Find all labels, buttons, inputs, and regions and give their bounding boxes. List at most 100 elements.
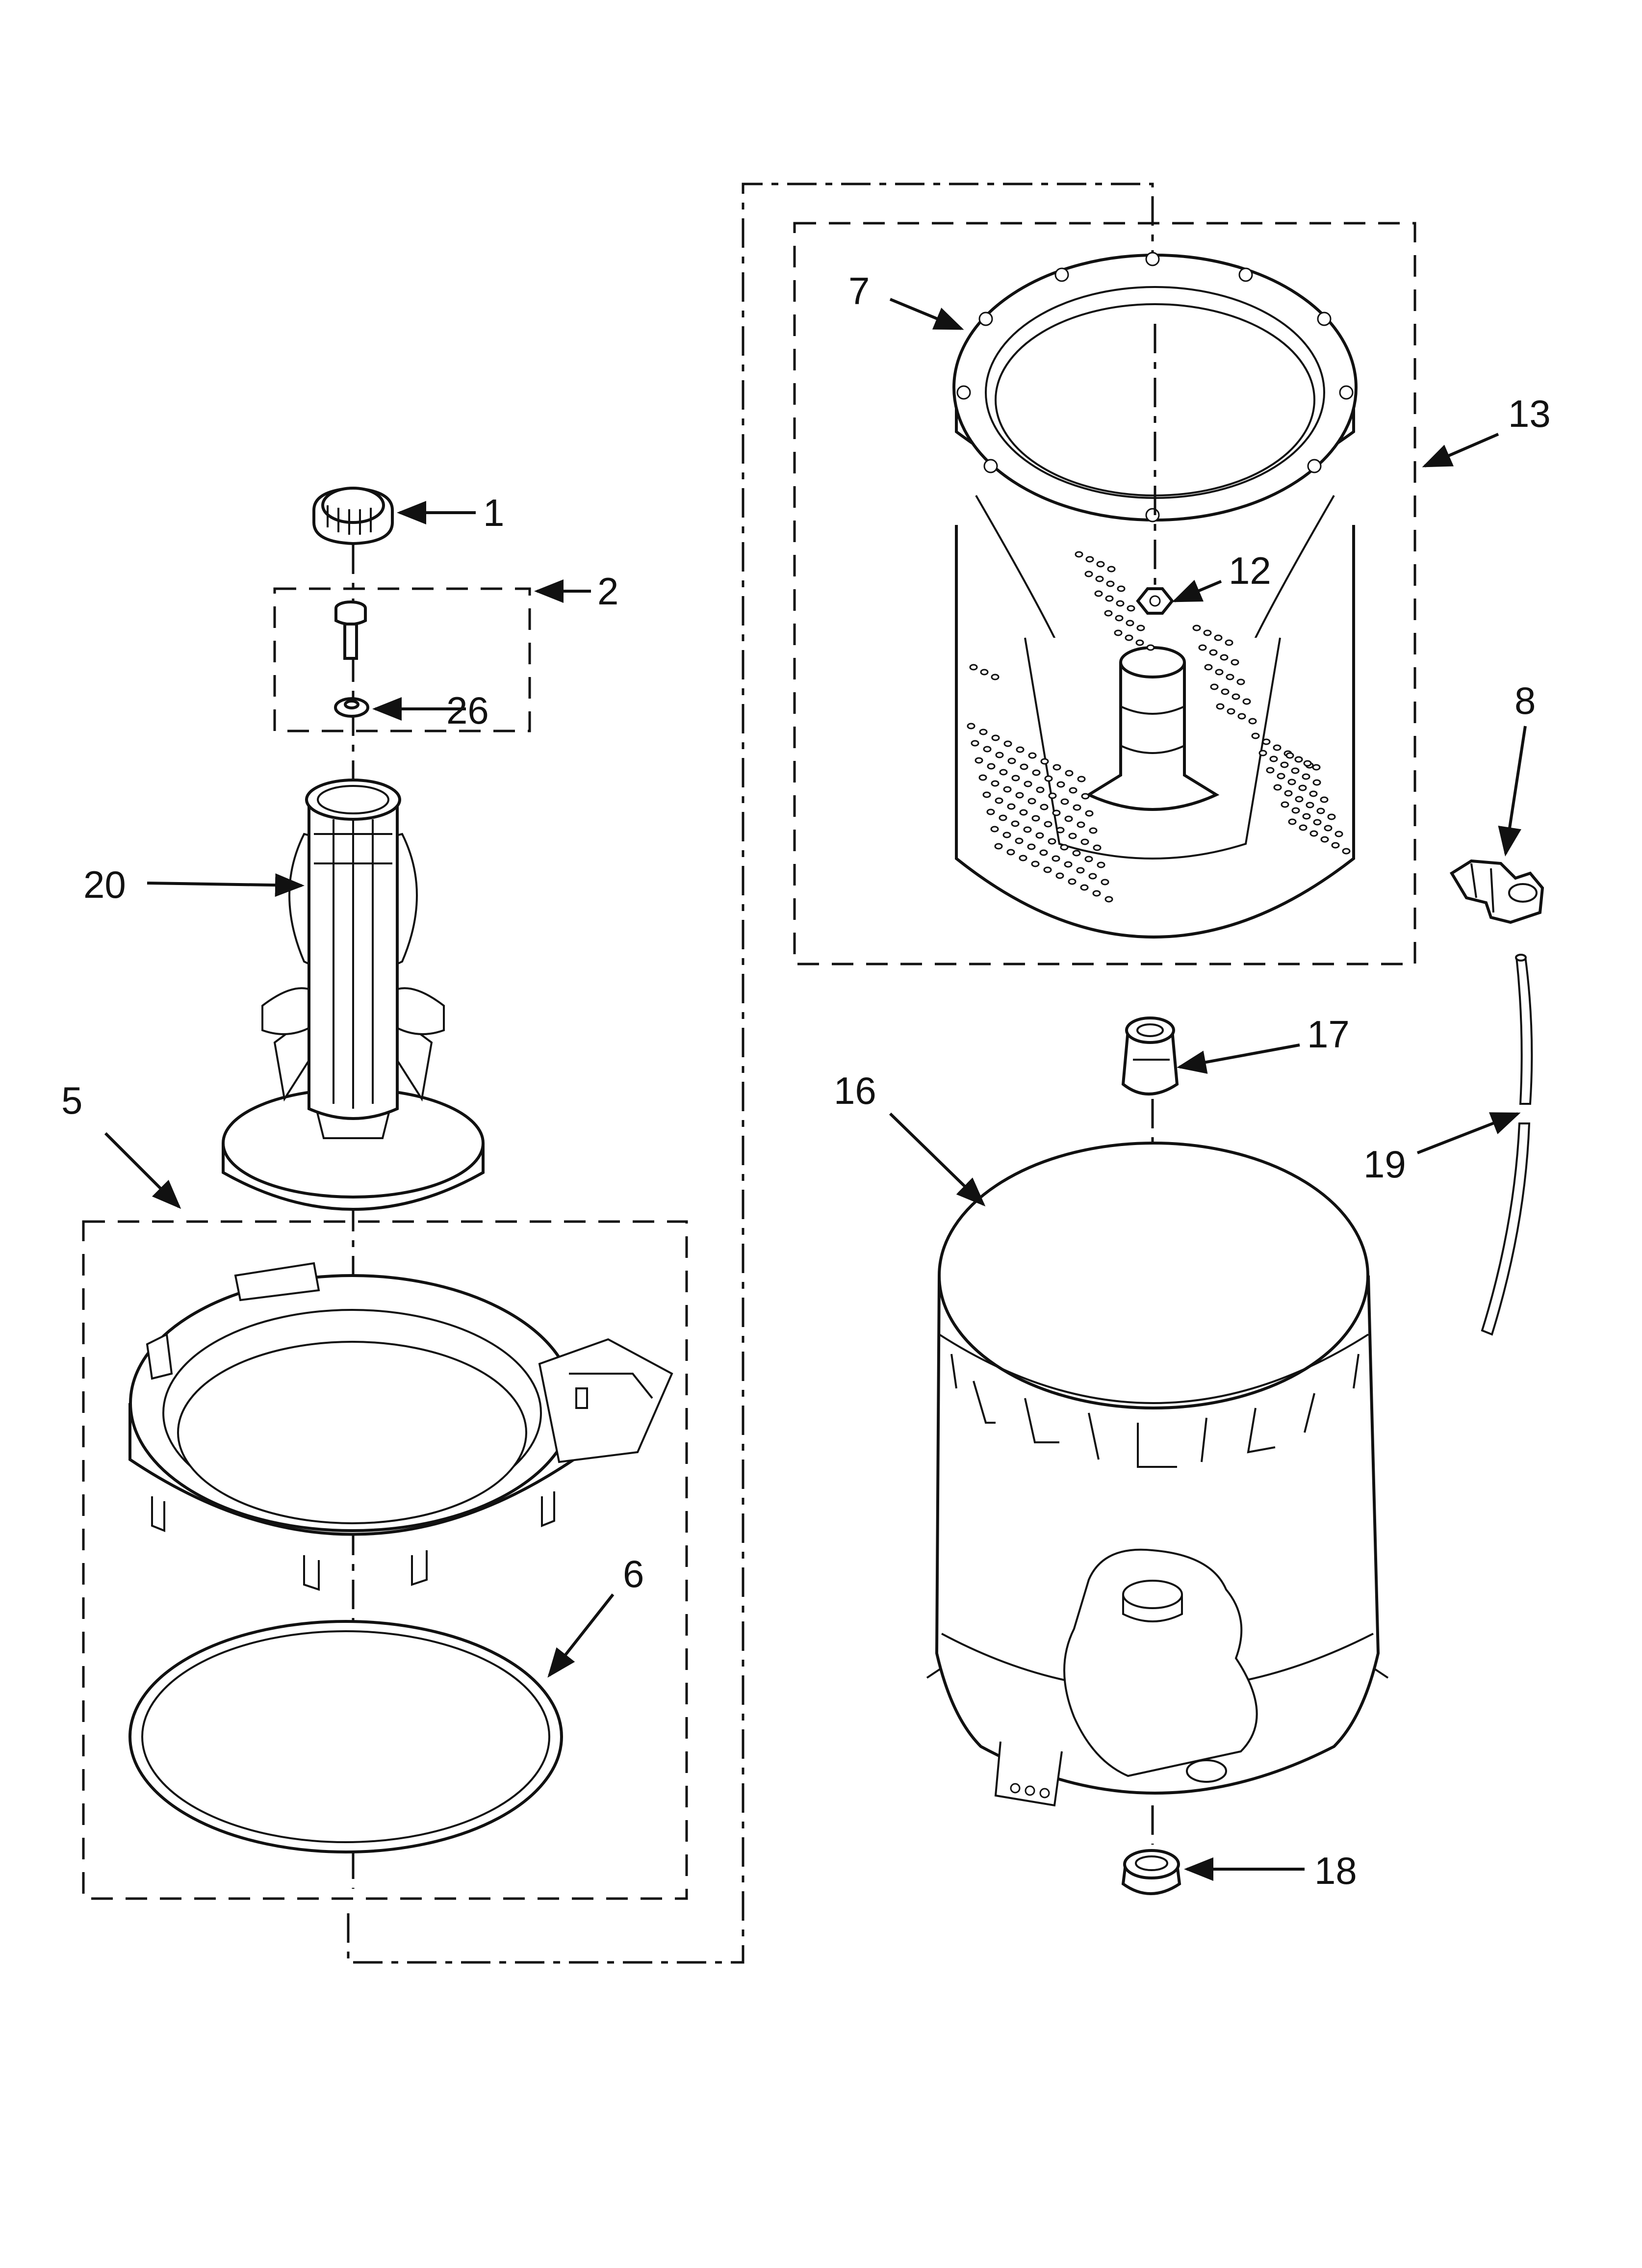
perforation: [1028, 752, 1037, 759]
perforation: [1225, 639, 1233, 646]
perforation: [1011, 775, 1020, 782]
perforation: [1060, 798, 1069, 805]
perforation: [1039, 849, 1048, 856]
wash-basket[interactable]: [955, 495, 1355, 938]
perforation: [1236, 678, 1245, 685]
part-1-agitator-cap[interactable]: [312, 486, 394, 546]
perforation: [1327, 813, 1336, 820]
perforation: [1069, 787, 1078, 794]
assembly-link-line: [347, 182, 1154, 1964]
perforation: [1003, 740, 1012, 747]
perforation: [1242, 698, 1251, 705]
label-20: 20: [83, 863, 126, 906]
basket-perforations: [967, 551, 1351, 903]
perforation: [1052, 764, 1061, 771]
leader-7: [889, 298, 964, 330]
perforation: [1052, 855, 1060, 862]
perforation: [1198, 644, 1207, 651]
perforation: [1299, 824, 1308, 831]
perforation: [1093, 844, 1102, 851]
perforation: [1035, 832, 1044, 839]
perforation: [1019, 809, 1028, 816]
part-6-seal[interactable]: [128, 1620, 563, 1853]
part-19-hose[interactable]: [1481, 954, 1533, 1336]
perforation: [1284, 790, 1293, 797]
perforation: [1104, 896, 1113, 903]
perforation: [1204, 664, 1213, 671]
label-26: 26: [446, 689, 489, 732]
perforation: [1031, 860, 1040, 867]
perforation: [1248, 718, 1257, 725]
perforation: [1105, 595, 1114, 602]
perforation: [978, 774, 987, 781]
perforation: [1291, 767, 1300, 774]
perforation: [1237, 713, 1246, 720]
perforation: [1101, 879, 1109, 886]
perforation: [1251, 732, 1260, 739]
perforation: [1007, 803, 1016, 810]
part-8-hose-clamp[interactable]: [1449, 859, 1544, 924]
perforation: [1115, 615, 1124, 622]
perforation: [1269, 756, 1278, 762]
label-7: 7: [848, 269, 870, 313]
perforation: [1080, 838, 1089, 845]
perforation: [1334, 831, 1343, 837]
part-12-hub-nut[interactable]: [1136, 587, 1174, 615]
label-8: 8: [1514, 679, 1536, 722]
perforation: [1002, 832, 1011, 838]
perforation: [1288, 818, 1297, 825]
leader-20: [147, 873, 305, 897]
perforation: [1027, 798, 1036, 805]
label-18: 18: [1314, 1849, 1357, 1892]
perforation: [1068, 833, 1077, 839]
perforation: [1048, 792, 1057, 799]
perforation: [1227, 708, 1235, 715]
bolt[interactable]: [334, 600, 367, 660]
perforation: [995, 797, 1003, 804]
part-17-seal[interactable]: [1121, 1017, 1179, 1095]
perforation: [982, 791, 991, 798]
perforation: [999, 814, 1007, 821]
perforation: [967, 723, 975, 730]
perforation: [1127, 605, 1135, 612]
perforation: [1020, 763, 1028, 770]
perforation: [1040, 804, 1049, 810]
perforation: [1117, 585, 1126, 592]
perforation: [1114, 629, 1123, 636]
part-13-basket-box[interactable]: [793, 222, 1416, 965]
perforation: [1126, 620, 1134, 626]
part-5-kit-box[interactable]: [82, 1220, 688, 1900]
perforation: [975, 757, 983, 764]
perforation: [1313, 819, 1322, 826]
perforation: [1064, 861, 1073, 868]
label-16: 16: [834, 1069, 876, 1112]
perforation: [1023, 826, 1032, 833]
perforation: [1089, 827, 1098, 834]
part-26-washer[interactable]: [334, 697, 369, 718]
perforation: [1080, 884, 1089, 891]
label-13: 13: [1508, 392, 1551, 435]
perforation: [1291, 807, 1300, 814]
perforation: [1262, 738, 1271, 745]
perforation: [1027, 843, 1036, 850]
label-1: 1: [483, 491, 504, 534]
perforation: [1106, 580, 1115, 587]
perforation: [1231, 659, 1239, 666]
leader-13: [1422, 433, 1499, 468]
tub-ring[interactable]: [128, 1262, 673, 1591]
part-20-agitator[interactable]: [222, 779, 485, 1211]
perforation: [991, 780, 1000, 787]
perforation: [1331, 842, 1340, 849]
perforation: [1015, 792, 1024, 799]
part-18-bearing[interactable]: [1121, 1849, 1181, 1895]
perforation: [1085, 810, 1094, 817]
perforation: [1285, 752, 1294, 759]
perforation: [1052, 809, 1061, 816]
part-16-outer-tub[interactable]: [926, 1142, 1389, 1807]
label-6: 6: [623, 1552, 644, 1595]
part-2-kit-box[interactable]: [273, 587, 531, 732]
perforation: [1312, 779, 1321, 786]
perforation: [1309, 790, 1318, 797]
leader-19: [1416, 1112, 1521, 1154]
